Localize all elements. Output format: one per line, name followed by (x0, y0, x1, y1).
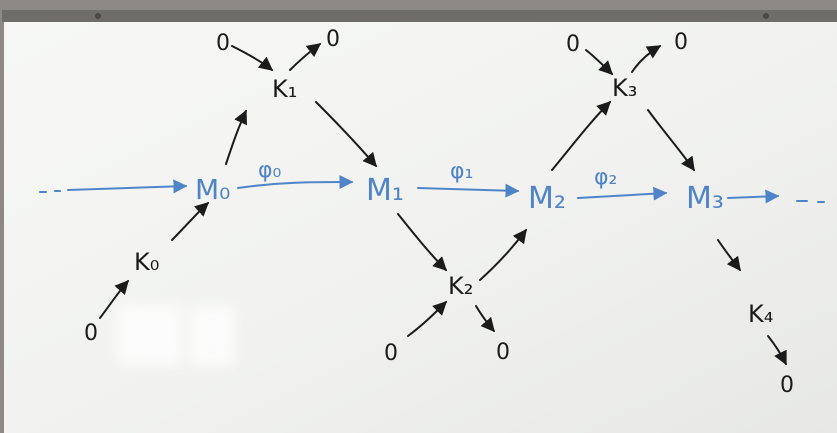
node-k2: K₂ (448, 272, 473, 300)
arrow-m0-to-k1 (225, 109, 247, 165)
board-top-rail (2, 10, 837, 22)
frame-screw-left (95, 13, 101, 19)
phi2-arrow (577, 186, 668, 201)
phi0-arrow (237, 175, 354, 190)
arrow-0-to-k2 (407, 301, 447, 337)
node-m0: M₀ (195, 173, 230, 206)
arrow-m3-to-k4 (717, 239, 741, 272)
arrow-0-to-k1 (231, 45, 274, 71)
arrow-0-to-k3 (585, 49, 613, 75)
arrow-k2-to-0 (475, 305, 495, 333)
zero-k3-in: 0 (566, 32, 580, 57)
arrow-k1-to-m1 (315, 101, 377, 168)
node-m1: M₁ (366, 173, 404, 208)
black-arrows (99, 43, 787, 366)
arrow-k4-to-0 (767, 335, 787, 366)
arrow-0-to-k0 (99, 279, 129, 319)
left-incoming-arrow (39, 179, 188, 194)
blue-chain (39, 175, 825, 204)
black-labels: K₀ K₁ K₂ K₃ K₄ 0 0 0 0 0 0 0 0 (84, 27, 794, 398)
label-phi1: φ₁ (450, 159, 473, 184)
zero-k4-out: 0 (780, 373, 794, 398)
blue-labels: M₀ M₁ M₂ M₃ φ₀ φ₁ φ₂ (195, 158, 724, 216)
label-phi0: φ₀ (258, 158, 282, 183)
zero-k1-in: 0 (216, 31, 230, 56)
phi1-arrow (417, 183, 520, 198)
arrow-k3-to-m3 (647, 109, 695, 172)
whiteboard-surface (4, 22, 837, 433)
node-k4: K₄ (748, 300, 773, 328)
node-m3: M₃ (686, 181, 724, 216)
node-k1: K₁ (272, 75, 297, 103)
frame-screw-right (763, 13, 769, 19)
arrow-k0-to-m0 (171, 202, 210, 241)
arrow-m2-to-k3 (551, 101, 611, 171)
zero-k2-in: 0 (384, 341, 398, 366)
arrow-k1-to-0 (289, 43, 322, 71)
arrow-k2-to-m2 (479, 228, 527, 281)
zero-k0-in: 0 (84, 321, 98, 346)
zero-k3-out: 0 (674, 30, 688, 55)
right-outgoing-arrow (727, 189, 825, 204)
zero-k1-out: 0 (326, 27, 340, 52)
node-k0: K₀ (134, 248, 159, 276)
label-phi2: φ₂ (594, 165, 617, 190)
node-m2: M₂ (528, 181, 566, 216)
zero-k2-out: 0 (496, 340, 510, 365)
node-k3: K₃ (612, 74, 637, 102)
window-reflection (118, 305, 234, 365)
arrow-k3-to-0 (631, 45, 662, 73)
arrow-m1-to-k2 (397, 213, 447, 271)
